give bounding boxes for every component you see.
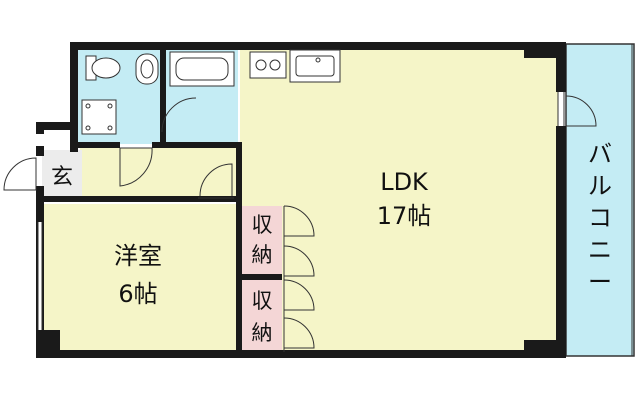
closet-upper-floor bbox=[242, 206, 282, 276]
bathtub-icon bbox=[169, 51, 235, 87]
western-room-label: 洋室 bbox=[114, 242, 162, 270]
balcony-label-1: バ bbox=[588, 140, 612, 168]
closet-lower-label-bottom: 納 bbox=[252, 321, 273, 345]
balcony-label-2: ル bbox=[588, 172, 612, 200]
ldk-size: 17帖 bbox=[377, 202, 432, 230]
stove-icon bbox=[249, 51, 287, 79]
closet-upper-label-bottom: 納 bbox=[252, 243, 273, 267]
western-room-floor bbox=[42, 204, 238, 354]
balcony-label-4: ニ bbox=[588, 236, 612, 264]
toilet-icon bbox=[85, 53, 159, 85]
ldk-label: LDK bbox=[380, 168, 429, 196]
ldk-floor bbox=[240, 44, 562, 354]
balcony-label-3: コ bbox=[588, 204, 612, 232]
hallway-floor bbox=[80, 148, 242, 198]
sink-icon bbox=[289, 49, 341, 83]
closet-upper-label-top: 収 bbox=[252, 213, 273, 237]
entrance-label: 玄 bbox=[51, 165, 73, 190]
balcony-area bbox=[565, 43, 635, 357]
closet-lower-label-top: 収 bbox=[252, 289, 273, 313]
balcony-label-5: ー bbox=[588, 268, 612, 296]
closet-lower-floor bbox=[242, 280, 282, 352]
door-swings bbox=[3, 95, 597, 352]
entrance-floor bbox=[42, 150, 82, 198]
western-room-size: 6帖 bbox=[118, 280, 157, 308]
washer-icon bbox=[81, 99, 117, 135]
